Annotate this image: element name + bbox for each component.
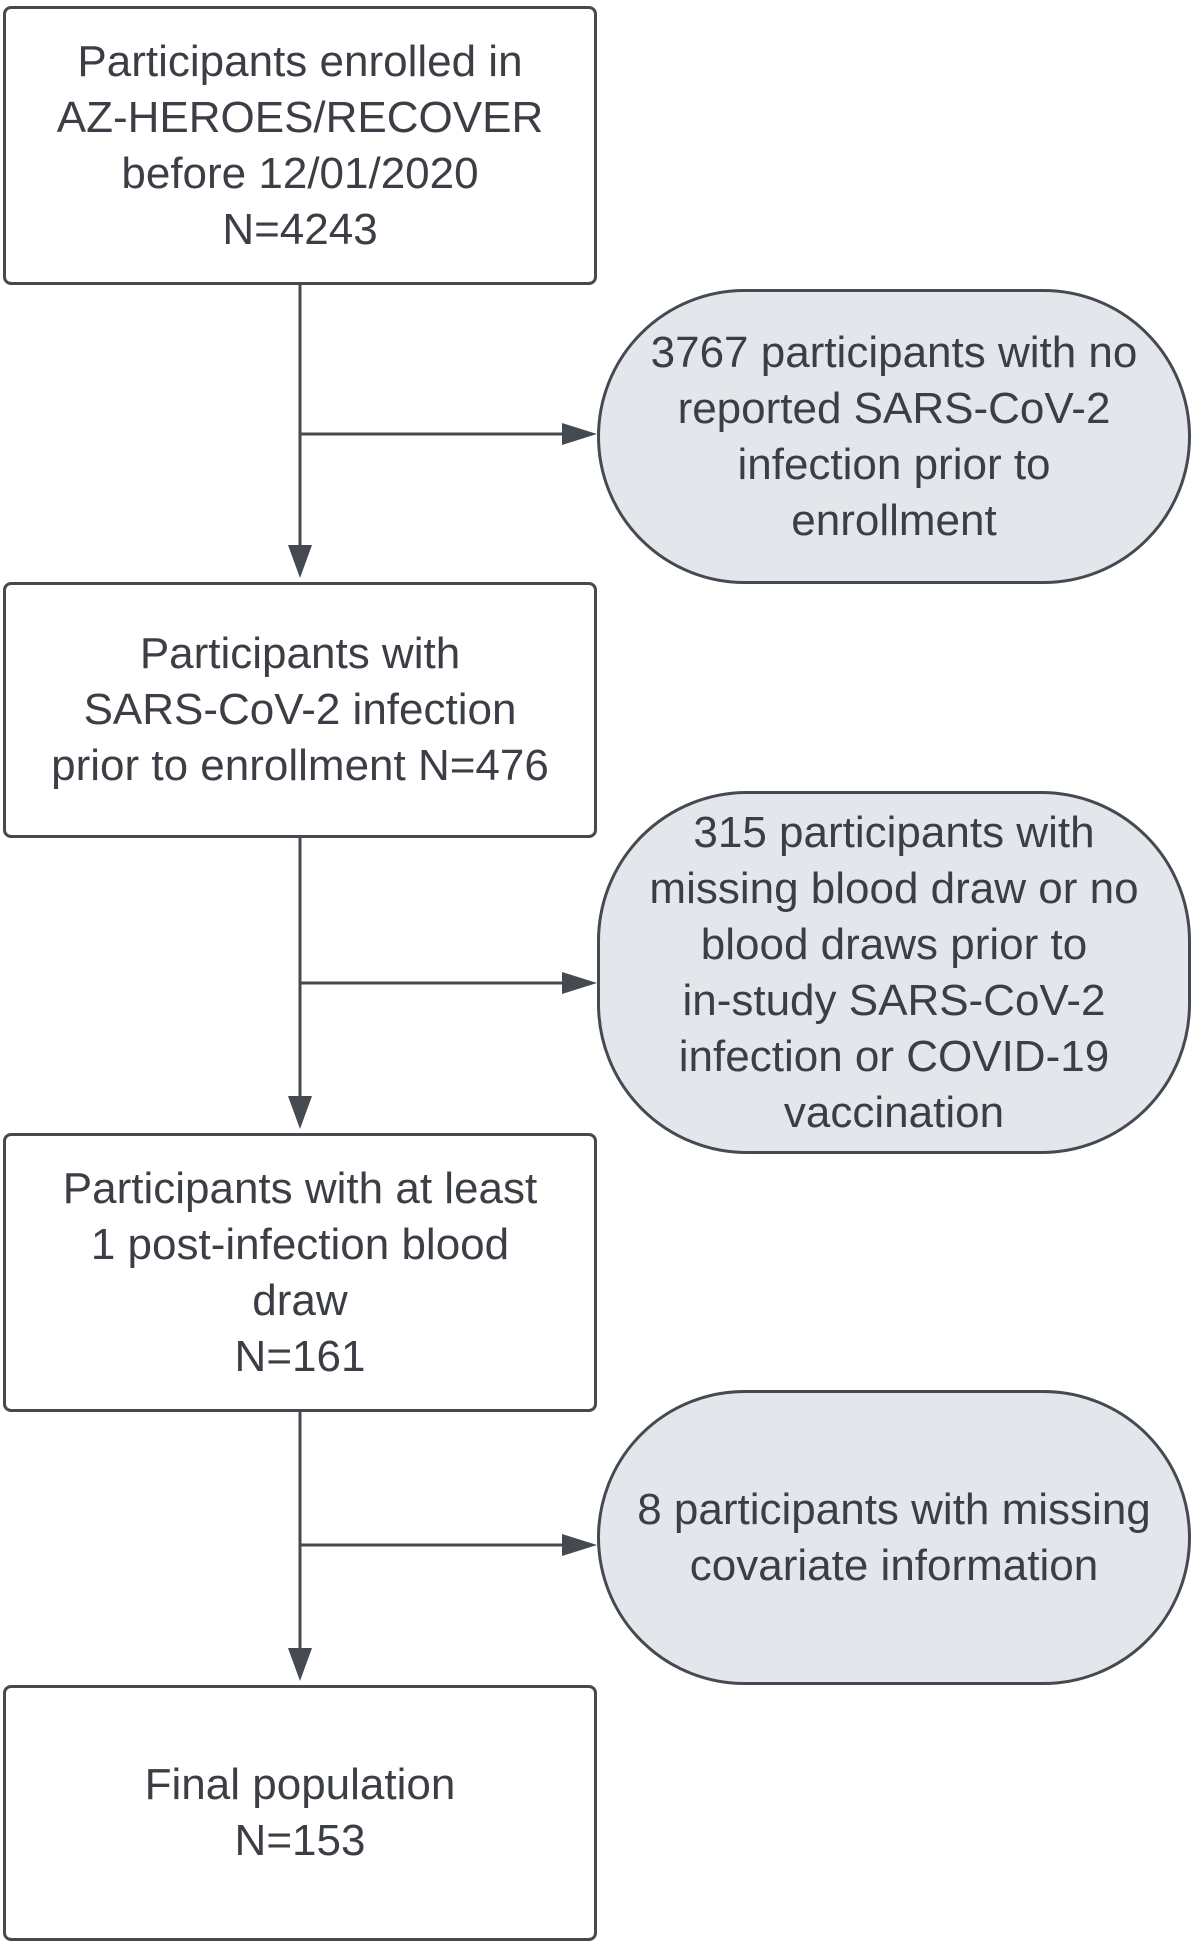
- step-final-population-box: Final population N=153: [3, 1685, 597, 1941]
- arrowhead-exclusion-3: [562, 1534, 597, 1556]
- arrowhead-step4: [288, 1648, 312, 1681]
- step-post-infection-draw-label: Participants with at least 1 post-infect…: [62, 1163, 538, 1381]
- step-post-infection-draw-box: Participants with at least 1 post-infect…: [3, 1133, 597, 1412]
- arrowhead-exclusion-1: [562, 423, 597, 445]
- arrowhead-step2: [288, 545, 312, 578]
- step-enrolled-label: Participants enrolled in AZ-HEROES/RECOV…: [56, 36, 544, 254]
- step-enrolled-box: Participants enrolled in AZ-HEROES/RECOV…: [3, 6, 597, 285]
- exclusion-no-prior-infection-label: 3767 participants with no reported SARS-…: [650, 327, 1138, 545]
- exclusion-missing-blood-draw-box: 315 participants with missing blood draw…: [597, 791, 1191, 1154]
- exclusion-missing-blood-draw-label: 315 participants with missing blood draw…: [649, 807, 1139, 1137]
- step-prior-infection-box: Participants with SARS-CoV-2 infection p…: [3, 582, 597, 838]
- step-final-population-label: Final population N=153: [144, 1760, 456, 1865]
- arrowhead-step3: [288, 1096, 312, 1129]
- arrowhead-exclusion-2: [562, 972, 597, 994]
- exclusion-missing-covariate-label: 8 participants with missing covariate in…: [637, 1484, 1151, 1590]
- step-prior-infection-label: Participants with SARS-CoV-2 infection p…: [51, 629, 549, 790]
- exclusion-no-prior-infection-box: 3767 participants with no reported SARS-…: [597, 289, 1191, 584]
- exclusion-missing-covariate-box: 8 participants with missing covariate in…: [597, 1390, 1191, 1685]
